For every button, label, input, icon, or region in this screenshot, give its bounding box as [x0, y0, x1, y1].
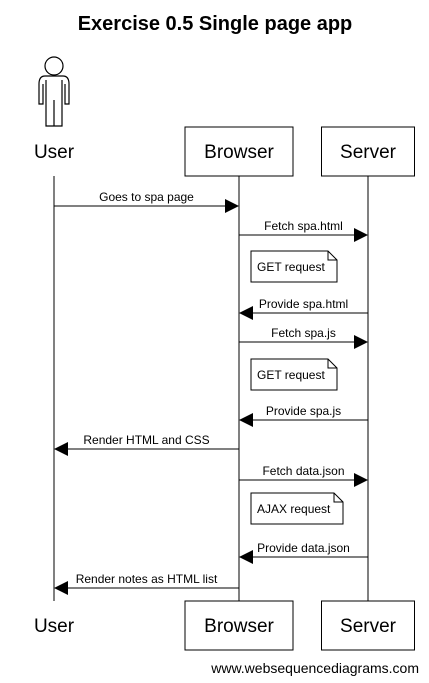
note-box-9: [250, 492, 344, 525]
message-arrowhead-6: [239, 413, 253, 427]
note-box-2: [250, 250, 338, 283]
note-label-5: GET request: [257, 368, 325, 382]
participant-box-browser-top: [184, 126, 294, 177]
participant-label-server-bottom: Server: [340, 616, 397, 637]
message-label-0: Goes to spa page: [99, 190, 194, 204]
message-arrowhead-0: [225, 199, 239, 213]
participant-label-browser-top: Browser: [204, 142, 274, 163]
message-arrowhead-11: [54, 581, 68, 595]
participant-label-user-top: User: [34, 142, 75, 163]
message-label-8: Fetch data.json: [262, 464, 344, 478]
message-label-10: Provide data.json: [257, 541, 350, 555]
participant-box-server-top: [321, 126, 415, 177]
user-actor-icon: [38, 56, 70, 127]
message-label-3: Provide spa.html: [259, 297, 348, 311]
note-box-5: [250, 358, 338, 391]
message-label-6: Provide spa.js: [266, 404, 341, 418]
message-label-4: Fetch spa.js: [271, 326, 336, 340]
message-arrowhead-8: [354, 473, 368, 487]
message-label-7: Render HTML and CSS: [83, 433, 209, 447]
message-arrowhead-7: [54, 442, 68, 456]
message-label-11: Render notes as HTML list: [76, 572, 218, 586]
participant-label-server-top: Server: [340, 142, 397, 163]
note-label-2: GET request: [257, 260, 325, 274]
participant-box-browser-bottom: [184, 600, 294, 651]
message-arrowhead-1: [354, 228, 368, 242]
note-label-9: AJAX request: [257, 502, 331, 516]
watermark-text: www.websequencediagrams.com: [210, 660, 419, 676]
message-arrowhead-10: [239, 550, 253, 564]
message-arrowhead-4: [354, 335, 368, 349]
participant-label-browser-bottom: Browser: [204, 616, 274, 637]
participant-box-server-bottom: [321, 600, 415, 651]
diagram-title: Exercise 0.5 Single page app: [78, 13, 353, 35]
participant-label-user-bottom: User: [34, 616, 75, 637]
message-label-1: Fetch spa.html: [264, 219, 343, 233]
message-arrowhead-3: [239, 306, 253, 320]
